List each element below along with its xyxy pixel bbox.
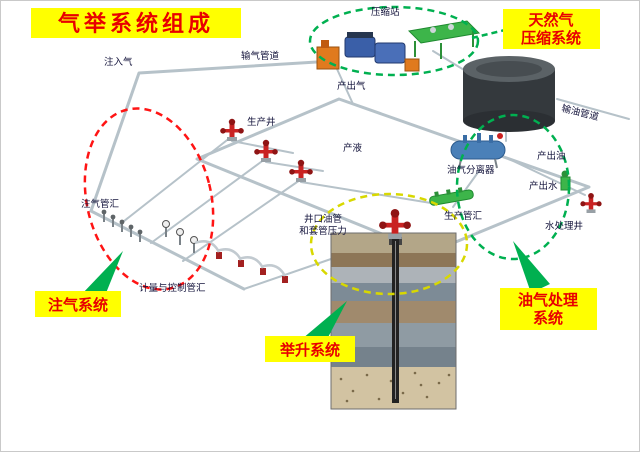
title-bg [31,8,241,38]
lifting-system-label: 举升系统 [265,336,355,362]
label-produced-gas: 产出气 [337,80,366,92]
storage-tank [463,56,555,132]
compressor-platform [407,20,481,44]
label-produced-liquid: 产液 [343,142,363,154]
injection-system-label: 注气系统 [35,291,121,317]
injection-manifold-equipment [100,208,144,243]
title-text: 气举系统组成 [57,11,214,36]
component-labels: 注入气 输气管道 压缩站 产出气 生产井 产液 油气分离器 产出油 输油管道 产… [81,6,601,294]
lifting-label: 举升系统 [279,341,340,359]
production-wellhead [289,159,313,182]
injection-system-ellipse [83,107,215,291]
compression-system-label: 天然气 压缩系统 [503,9,600,49]
label-injection-manifold: 注气管汇 [81,198,120,210]
label-production-well: 生产井 [247,116,276,128]
production-wellhead [254,139,278,162]
wellbore-cross-section [330,232,457,410]
metering-control-equipment [161,219,290,285]
compression-system-ellipse [308,5,480,77]
compression-label-line1: 天然气 [528,11,573,29]
label-injection-gas: 注入气 [104,56,133,68]
compressor-unit [374,42,406,64]
lifting-arrow [302,301,347,347]
label-wellhead-pressure-1: 井口油管 [304,213,342,225]
processing-label-line1: 油气处理 [518,291,578,309]
page-title: 气举系统组成 [31,8,241,38]
label-metering-manifold: 计量与控制管汇 [139,282,206,294]
injection-label: 注气系统 [48,296,108,314]
production-wellhead [220,118,244,141]
label-produced-water: 产出水 [529,180,558,192]
label-water-treatment-well: 水处理井 [545,220,583,232]
processing-system-ellipse [455,113,571,261]
label-produced-oil: 产出油 [537,150,566,162]
injection-arrow [81,251,123,303]
label-separator: 油气分离器 [447,164,495,176]
production-manifold-equipment [429,187,474,206]
processing-system-label: 油气处理 系统 [500,288,597,330]
label-compression-station: 压缩站 [371,6,400,18]
compression-label-line2: 压缩系统 [521,29,581,47]
processing-label-line2: 系统 [533,309,563,327]
label-gas-pipeline: 输气管道 [241,50,280,62]
label-production-manifold: 生产管汇 [444,210,483,222]
water-treatment-wellhead [580,193,602,213]
processing-arrow [513,241,550,293]
compression-connector [471,28,506,40]
label-wellhead-pressure-2: 和套管压力 [299,225,347,237]
oil-gas-separator [450,133,506,170]
compressor-unit [344,36,376,58]
lifting-system-ellipse [309,192,469,296]
